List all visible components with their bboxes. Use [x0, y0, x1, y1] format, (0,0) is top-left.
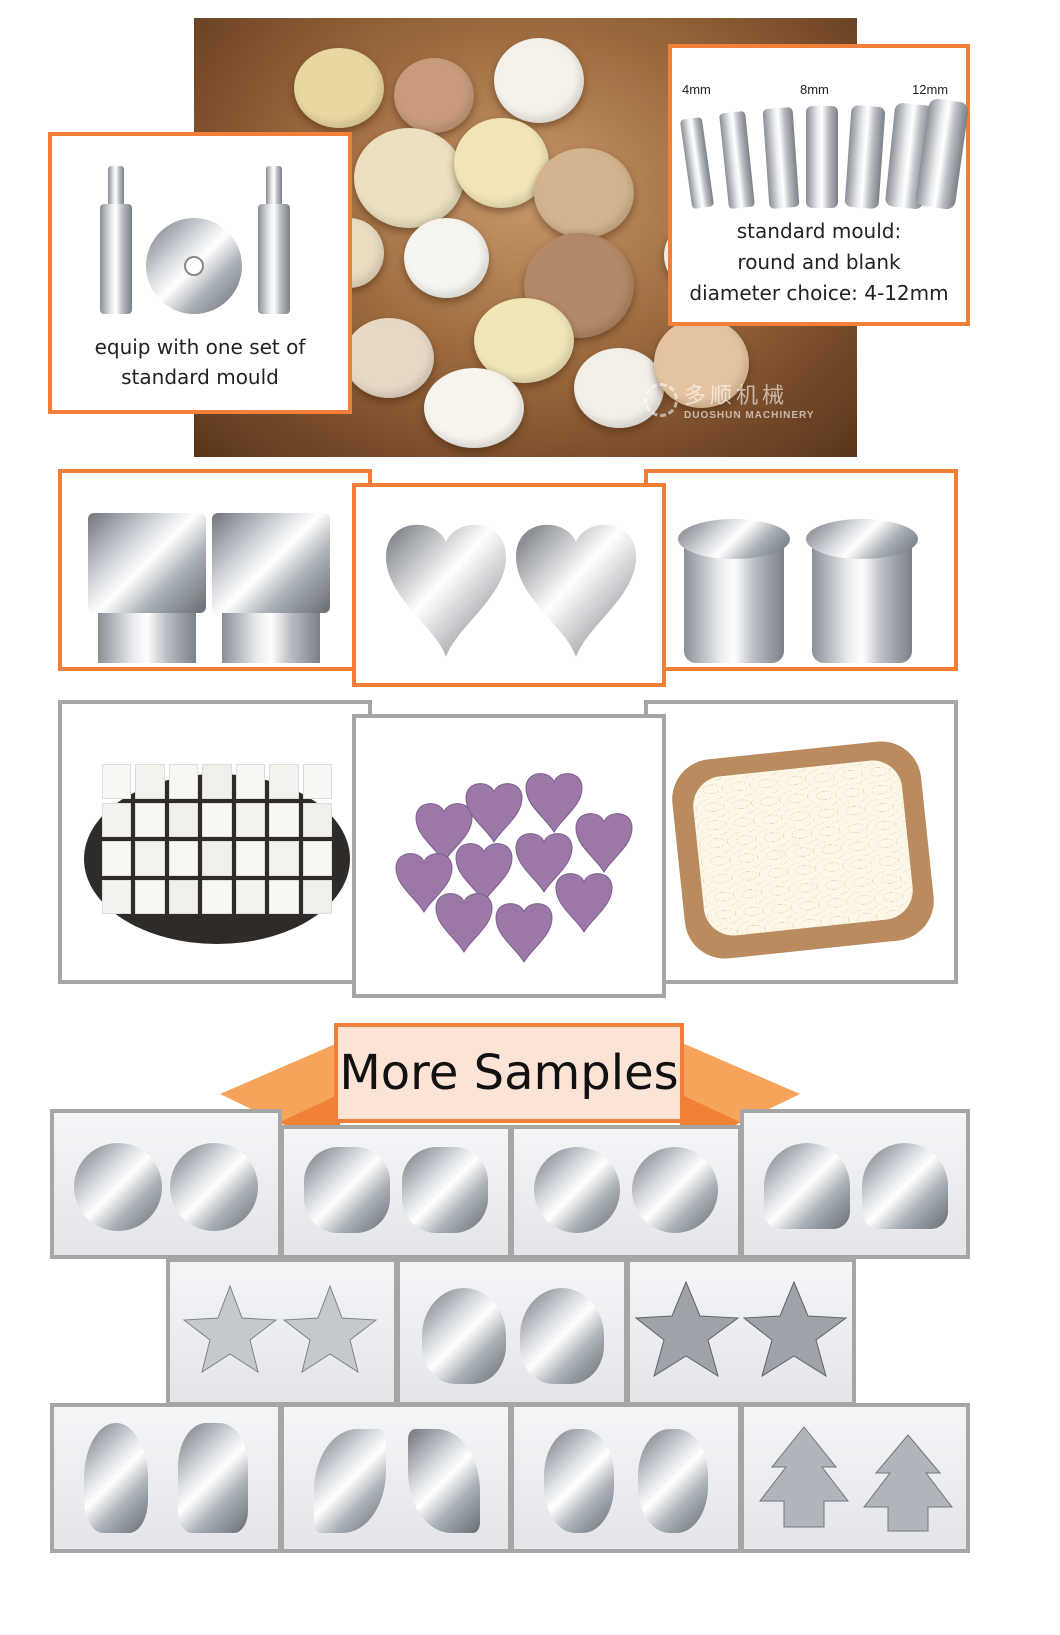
- upper-punch-icon: [100, 204, 132, 314]
- drop-punch-icon: [520, 1288, 604, 1384]
- banner-title: More Samples: [339, 1045, 679, 1101]
- leaf-punch-icon: [84, 1423, 148, 1533]
- punch-shank-icon: [108, 166, 124, 206]
- right-caption-line1: standard mould:: [736, 219, 902, 243]
- square-tablets-photo: [58, 700, 372, 984]
- oval-tablets-pile: [690, 757, 916, 939]
- punch-8mm-icon: [806, 106, 838, 208]
- left-caption-line2: standard mould: [121, 365, 279, 389]
- mushroom-punch-icon: [764, 1143, 850, 1229]
- sample-leaves: [280, 1403, 512, 1553]
- callout-round-blank-mould: 4mm 8mm 12mm standard mould: round and b…: [668, 44, 970, 326]
- left-caption-line1: equip with one set of: [94, 335, 306, 359]
- crown-punch-icon: [170, 1143, 258, 1231]
- round-punch-face-icon: [678, 519, 790, 559]
- round-punch-face-icon: [806, 519, 918, 559]
- heart-tablets-photo: [352, 714, 666, 998]
- punch-10mm-icon: [844, 104, 886, 210]
- rose-punch-icon: [632, 1147, 718, 1233]
- punch-shank-icon: [266, 166, 282, 206]
- punch-5mm-icon: [719, 110, 755, 210]
- dots-punch-icon: [534, 1147, 620, 1233]
- oval-tablets-photo: [644, 700, 958, 984]
- punch-heart-photo: [352, 483, 666, 687]
- punch-4mm-icon: [679, 116, 715, 210]
- callout-standard-mould-set: equip with one set of standard mould: [48, 132, 352, 414]
- sample-drop: [396, 1258, 628, 1406]
- flower-punch-icon: [402, 1147, 488, 1233]
- size-label-8mm: 8mm: [800, 82, 829, 97]
- gear-logo-icon: [644, 382, 678, 417]
- sample-flower: [280, 1125, 512, 1259]
- more-samples-banner: More Samples: [334, 1023, 684, 1123]
- sample-star-faceted: [626, 1258, 856, 1406]
- star-punch-icon: [182, 1284, 378, 1374]
- sample-leaf-figure: [50, 1403, 282, 1553]
- punch-body-icon: [222, 613, 320, 663]
- punch-round-photo: [644, 469, 958, 671]
- sample-tree: [740, 1403, 970, 1553]
- tree-punch-icon: [758, 1426, 954, 1532]
- punch-square-photo: [58, 469, 372, 671]
- lower-punch-icon: [258, 204, 290, 314]
- sample-pineapple: [510, 1403, 742, 1553]
- sample-dots-rose: [510, 1125, 742, 1259]
- square-punch-icon: [212, 513, 330, 613]
- split-line-punch-icon: [74, 1143, 162, 1231]
- die-ring-icon: [146, 218, 242, 314]
- mushroom-punch-icon: [862, 1143, 948, 1229]
- square-punch-icon: [88, 513, 206, 613]
- pineapple-punch-icon: [638, 1429, 708, 1533]
- purple-heart-tablets-icon: [395, 773, 633, 964]
- heart-punch-icon: [386, 524, 636, 657]
- right-caption-line2: round and blank: [737, 250, 901, 274]
- pineapple-punch-icon: [544, 1429, 614, 1533]
- drop-punch-icon: [422, 1288, 506, 1384]
- sample-split-crown: [50, 1109, 282, 1259]
- flower-punch-icon: [304, 1147, 390, 1233]
- sample-mushroom: [740, 1109, 970, 1259]
- punch-body-icon: [98, 613, 196, 663]
- faceted-star-punch-icon: [634, 1280, 848, 1378]
- sample-star: [166, 1258, 398, 1406]
- figure-punch-icon: [178, 1423, 248, 1533]
- punch-6mm-icon: [762, 107, 800, 209]
- size-label-12mm: 12mm: [912, 82, 949, 97]
- watermark: 多顺机械 DUOSHUN MACHINERY: [644, 378, 815, 421]
- size-label-4mm: 4mm: [682, 82, 711, 97]
- right-caption-line3: diameter choice: 4-12mm: [689, 281, 949, 305]
